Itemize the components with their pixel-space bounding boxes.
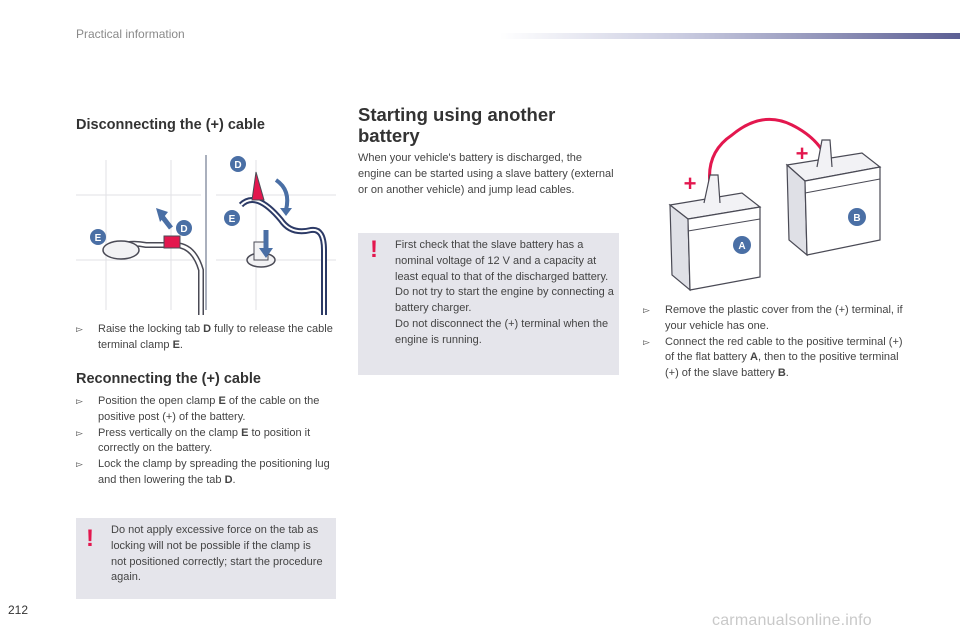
label-e-top: E: [224, 210, 240, 226]
jump-start-title-line1: Starting using another: [358, 104, 556, 125]
disconnect-title: Disconnecting the (+) cable: [76, 117, 265, 133]
step-reference-letter: D: [203, 323, 212, 335]
jump-start-title: Starting using another battery: [358, 104, 555, 146]
warning-line-charger: Do not try to start the engine by connec…: [395, 286, 614, 315]
header-bar: [500, 33, 960, 39]
bullet-icon: ▻: [76, 459, 83, 470]
battery-b: B: [785, 152, 882, 257]
plus-sign-b: +: [796, 141, 809, 166]
warning-line-disconnect: Do not disconnect the (+) terminal when …: [395, 317, 609, 346]
step-text: fully to release the cable terminal clam…: [98, 323, 333, 351]
label-e-left: E: [90, 229, 106, 245]
bullet-icon: ▻: [643, 305, 650, 315]
step-text: Connect the red cable to the positive te…: [665, 335, 903, 364]
reconnect-title: Reconnecting the (+) cable: [76, 371, 261, 387]
disconnect-steps: ▻ Raise the locking tab D fully to releas…: [76, 322, 338, 354]
step-text: Lock the clamp by spreading the position…: [98, 458, 330, 486]
step-reference-letter: E: [218, 395, 226, 407]
bullet-icon: ▻: [76, 324, 83, 334]
disconnect-figure: D E E D: [76, 150, 336, 315]
jump-start-steps: ▻ Remove the plastic cover from the (+) t…: [643, 303, 913, 382]
step-text: Press vertically on the clamp: [98, 426, 242, 439]
step-reference-letter: B: [777, 367, 786, 380]
step-reference-letter: D: [224, 473, 233, 486]
step-text: .: [232, 473, 236, 486]
step-reference-letter: A: [750, 351, 758, 364]
svg-text:A: A: [738, 241, 745, 252]
middle-warning-box: ! First check that the slave battery has…: [358, 233, 619, 375]
step-item: ▻ Raise the locking tab D fully to releas…: [76, 322, 338, 354]
battery-a: A: [668, 192, 762, 292]
step-text: .: [179, 338, 183, 351]
left-warning-text: Do not apply excessive force on the tab …: [111, 524, 323, 584]
jump-start-intro: When your vehicle's battery is discharge…: [358, 152, 614, 196]
svg-text:E: E: [95, 233, 102, 244]
step-reference-letter: E: [172, 338, 180, 351]
section-header: Practical information: [76, 27, 185, 41]
step-item: ▻ Connect the red cable to the positive t…: [643, 335, 913, 382]
step-text: of the cable on the positive post (+) of…: [98, 395, 320, 423]
warning-icon: !: [86, 525, 94, 552]
step-text: Raise the locking tab: [98, 323, 204, 335]
step-text: , then to the positive terminal (+) of t…: [665, 351, 899, 380]
step-item: ▻ Press vertically on the clamp E to posi…: [76, 426, 341, 458]
label-d-top: D: [230, 156, 246, 172]
step-text: to position it correctly on the battery.: [98, 426, 311, 455]
jump-start-title-line2: battery: [358, 125, 420, 146]
bullet-icon: ▻: [76, 396, 83, 406]
page-number: 212: [8, 603, 29, 617]
step-item: ▻ Lock the clamp by spreading the positio…: [76, 457, 341, 489]
step-text: .: [785, 367, 789, 380]
reconnect-steps: ▻ Position the open clamp E of the cable …: [76, 394, 341, 489]
warning-icon: !: [370, 236, 378, 263]
left-warning-box: ! Do not apply excessive force on the ta…: [76, 518, 336, 599]
watermark: carmanualsonline.info: [712, 612, 872, 629]
svg-text:B: B: [853, 213, 860, 224]
jump-leads-figure: B A + +: [662, 105, 892, 295]
step-item: ▻ Remove the plastic cover from the (+) t…: [643, 303, 913, 335]
svg-text:D: D: [234, 160, 241, 171]
svg-text:E: E: [229, 214, 236, 225]
step-text: Remove the plastic cover from the (+) te…: [665, 304, 903, 332]
svg-text:D: D: [180, 224, 187, 235]
jump-leads-illustration: B A + +: [668, 117, 882, 292]
step-text: Position the open clamp: [98, 395, 219, 407]
plus-sign-a: +: [684, 171, 697, 196]
battery-clamp-illustration: D E E D: [76, 155, 336, 315]
step-item: ▻ Position the open clamp E of the cable …: [76, 394, 341, 426]
step-reference-letter: E: [241, 426, 249, 439]
label-d-mid: D: [176, 220, 192, 236]
warning-line-voltage: First check that the slave battery has a…: [395, 239, 609, 283]
bullet-icon: ▻: [643, 336, 650, 347]
middle-warning-text: First check that the slave battery has a…: [395, 238, 615, 349]
bullet-icon: ▻: [76, 427, 83, 438]
